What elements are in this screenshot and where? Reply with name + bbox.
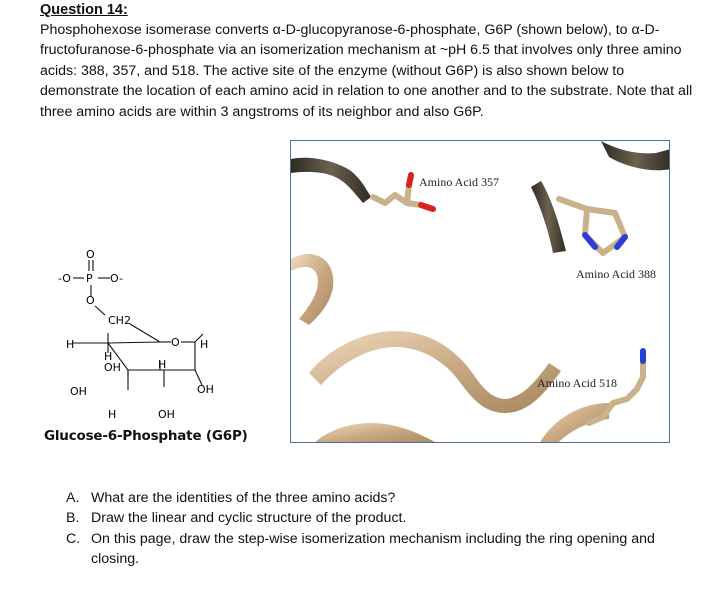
amino-acid-357-stick — [370, 172, 436, 212]
atom-h3: H — [104, 350, 112, 363]
atom-p: P — [86, 272, 93, 285]
question-title: Question 14: — [40, 2, 128, 18]
ribbon-right-middle — [531, 181, 566, 253]
atom-h4: H — [158, 358, 166, 371]
question-item-c: C. On this page, draw the step-wise isome… — [66, 529, 686, 570]
question-intro: Phosphohexose isomerase converts α-D-glu… — [40, 22, 693, 120]
ribbon-top-right — [601, 141, 669, 171]
question-text: What are the identities of the three ami… — [91, 490, 396, 506]
question-text: On this page, draw the step-wise isomeri… — [91, 530, 655, 567]
ribbon-bottom-right — [540, 403, 609, 442]
active-site-image: Amino Acid 357 Amino Acid 388 Amino Acid… — [290, 140, 670, 443]
atom-h1: H — [200, 338, 208, 351]
label-amino-acid-357: Amino Acid 357 — [419, 175, 499, 189]
question-letter: B. — [66, 510, 80, 527]
atom-o-minus-right: O- — [110, 272, 123, 285]
atom-oh3: OH — [197, 383, 214, 396]
atom-o-minus-left: -O — [58, 272, 71, 285]
atom-oh1: OH — [104, 361, 121, 374]
question-letter: A. — [66, 490, 80, 506]
atom-ch2: CH2 — [108, 314, 131, 327]
question-list: A. What are the identities of the three a… — [66, 488, 686, 569]
question-item-b: B. Draw the linear and cyclic structure o… — [66, 508, 686, 528]
atom-o-link: O — [86, 294, 95, 307]
active-site-render — [291, 141, 669, 442]
molecule-caption: Glucose-6-Phosphate (G6P) — [44, 428, 248, 444]
amino-acid-518-stick — [586, 348, 646, 426]
g6p-structure: O -O P O- O CH2 O H H H H OH OH OH OH H — [40, 240, 290, 455]
g6p-drawing: O -O P O- O CH2 O H H H H OH OH OH OH H — [58, 248, 214, 421]
atom-ring-o: O — [171, 336, 180, 349]
amino-acid-388-stick — [556, 196, 628, 256]
ribbon-left — [291, 254, 334, 325]
label-amino-acid-388: Amino Acid 388 — [576, 267, 656, 281]
label-amino-acid-518: Amino Acid 518 — [537, 376, 617, 390]
ribbon-top-left — [291, 157, 371, 203]
atom-h2: H — [66, 338, 74, 351]
atom-oh2: OH — [70, 385, 87, 398]
atom-oh4: OH — [158, 408, 175, 421]
question-item-a: A. What are the identities of the three a… — [66, 488, 686, 508]
atom-h5: H — [108, 408, 116, 421]
atom-o-top: O — [86, 248, 95, 261]
question-text: Draw the linear and cyclic structure of … — [91, 510, 407, 527]
ribbon-center — [309, 331, 561, 413]
ribbon-bottom-left — [315, 423, 435, 442]
question-letter: C. — [66, 530, 81, 547]
